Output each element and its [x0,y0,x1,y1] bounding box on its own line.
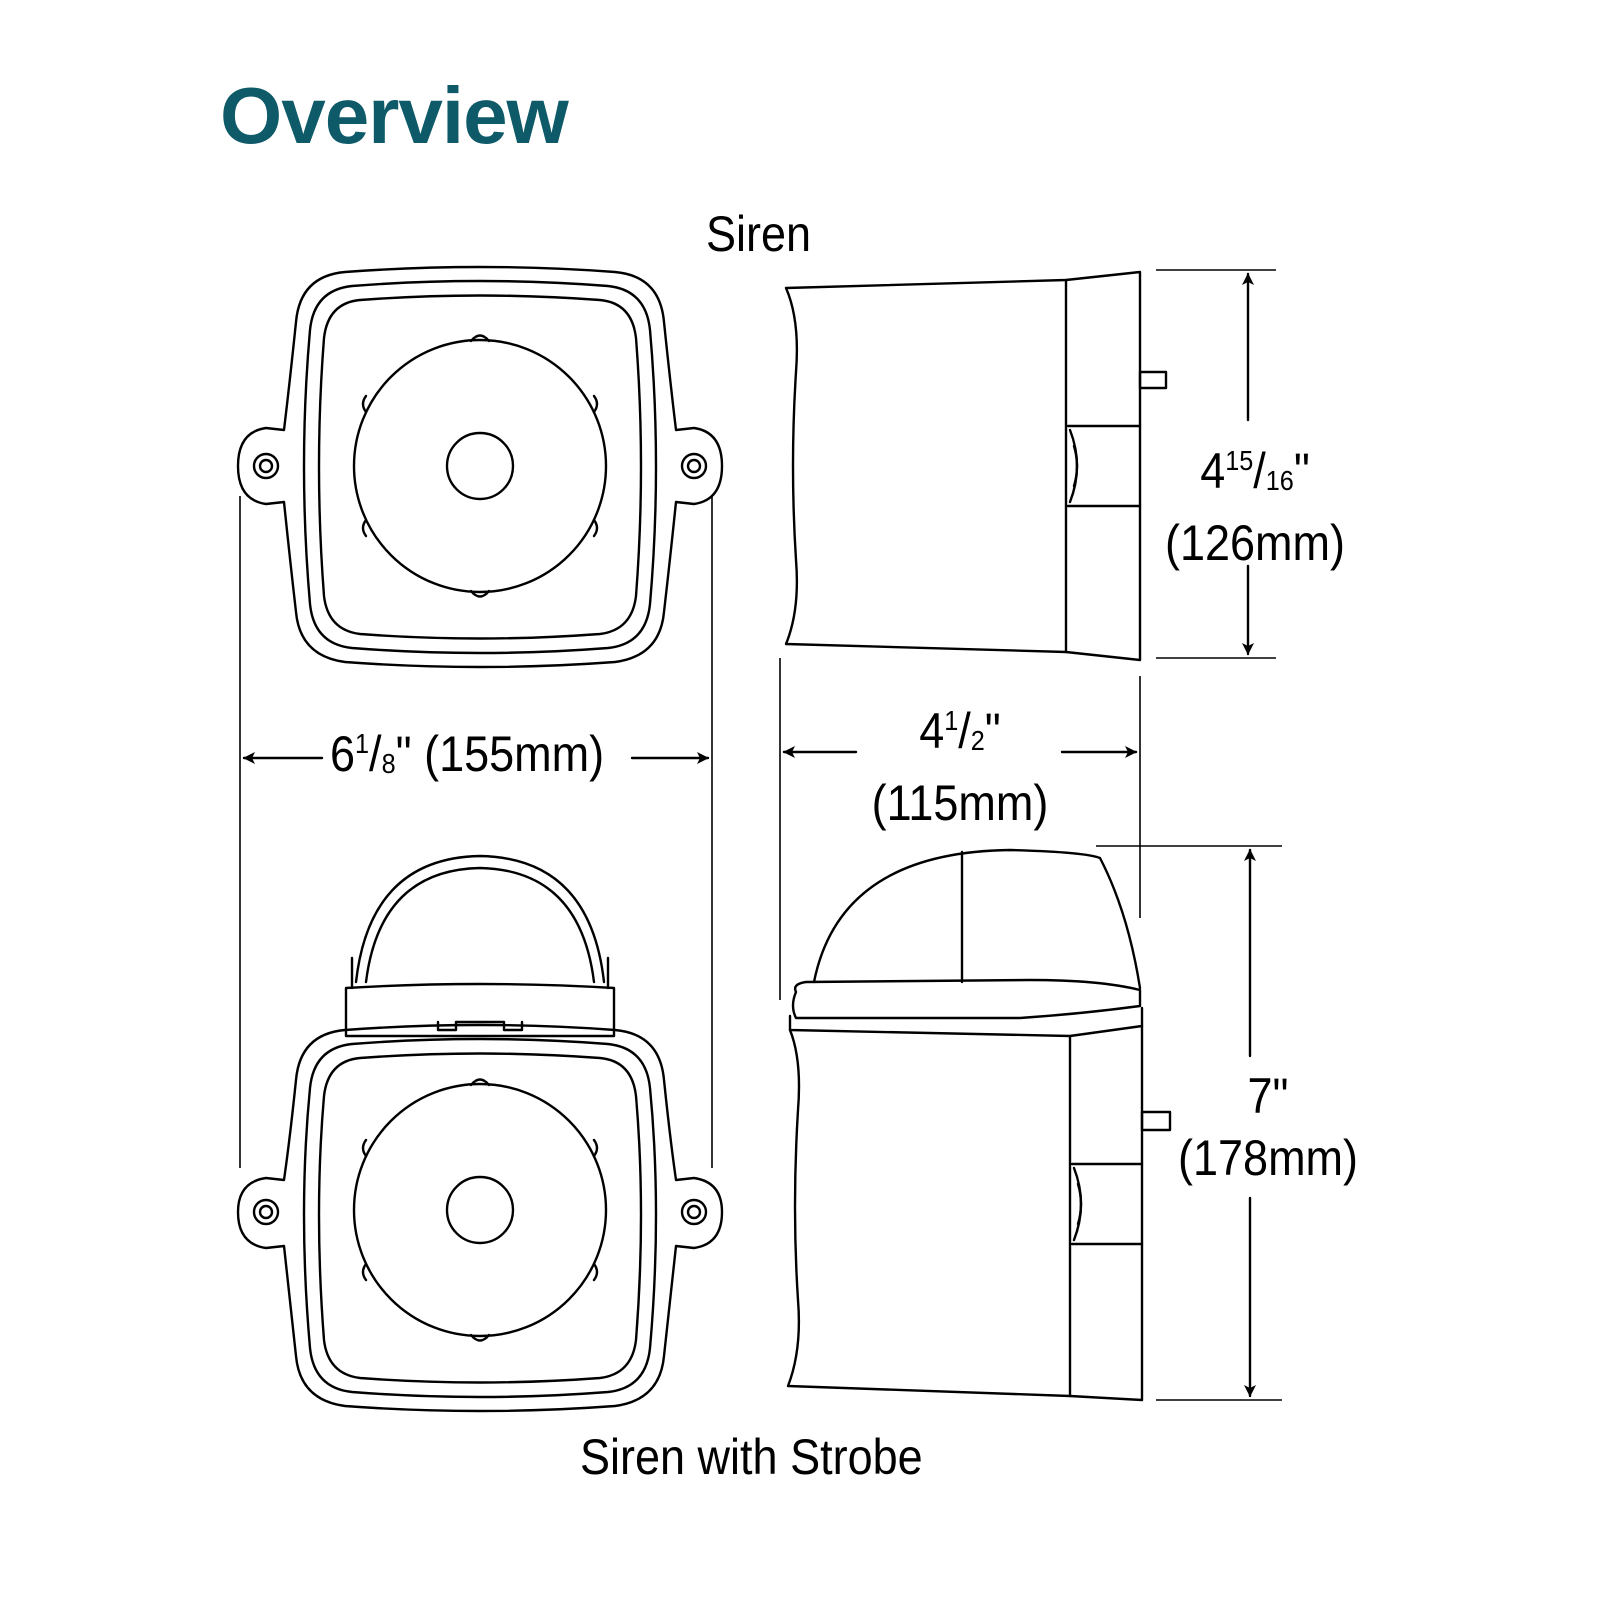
width-denominator: 8 [381,748,396,779]
siren-height-denominator: 16 [1265,465,1294,496]
siren-with-strobe-label: Siren with Strobe [580,1429,923,1485]
siren-with-strobe-front-view [236,854,724,1413]
depth-denominator: 2 [970,725,985,756]
siren-side-view [784,270,1168,662]
strobe-height-unit: " [1272,1068,1289,1124]
siren-height-numerator: 15 [1225,445,1254,476]
siren-height-dimension-label: 415/16" (126mm) [1161,430,1350,574]
siren-label: Siren [706,206,812,262]
siren-front-view [236,265,724,669]
strobe-height-dimension-label: 7" (178mm) [1178,1065,1358,1189]
depth-whole: 4 [919,703,945,759]
page-title: Overview [220,71,569,160]
depth-unit: " [984,703,1001,759]
depth-metric: (115mm) [871,775,1049,831]
depth-numerator: 1 [944,705,959,736]
width-whole: 6 [330,726,356,782]
width-unit: " [395,726,412,782]
siren-height-metric: (126mm) [1164,515,1346,571]
width-numerator: 1 [355,728,370,759]
siren-height-unit: " [1293,443,1310,499]
depth-dimension-label: 41/2" (115mm) [861,690,1059,834]
strobe-height-metric: (178mm) [1178,1130,1359,1186]
width-dimension-label: 61/8" (155mm) [330,726,605,782]
strobe-height-whole: 7 [1247,1068,1273,1124]
siren-height-whole: 4 [1200,443,1226,499]
dimension-lines [239,269,1282,1401]
width-metric: (155mm) [424,726,605,782]
siren-with-strobe-side-view [786,848,1172,1402]
